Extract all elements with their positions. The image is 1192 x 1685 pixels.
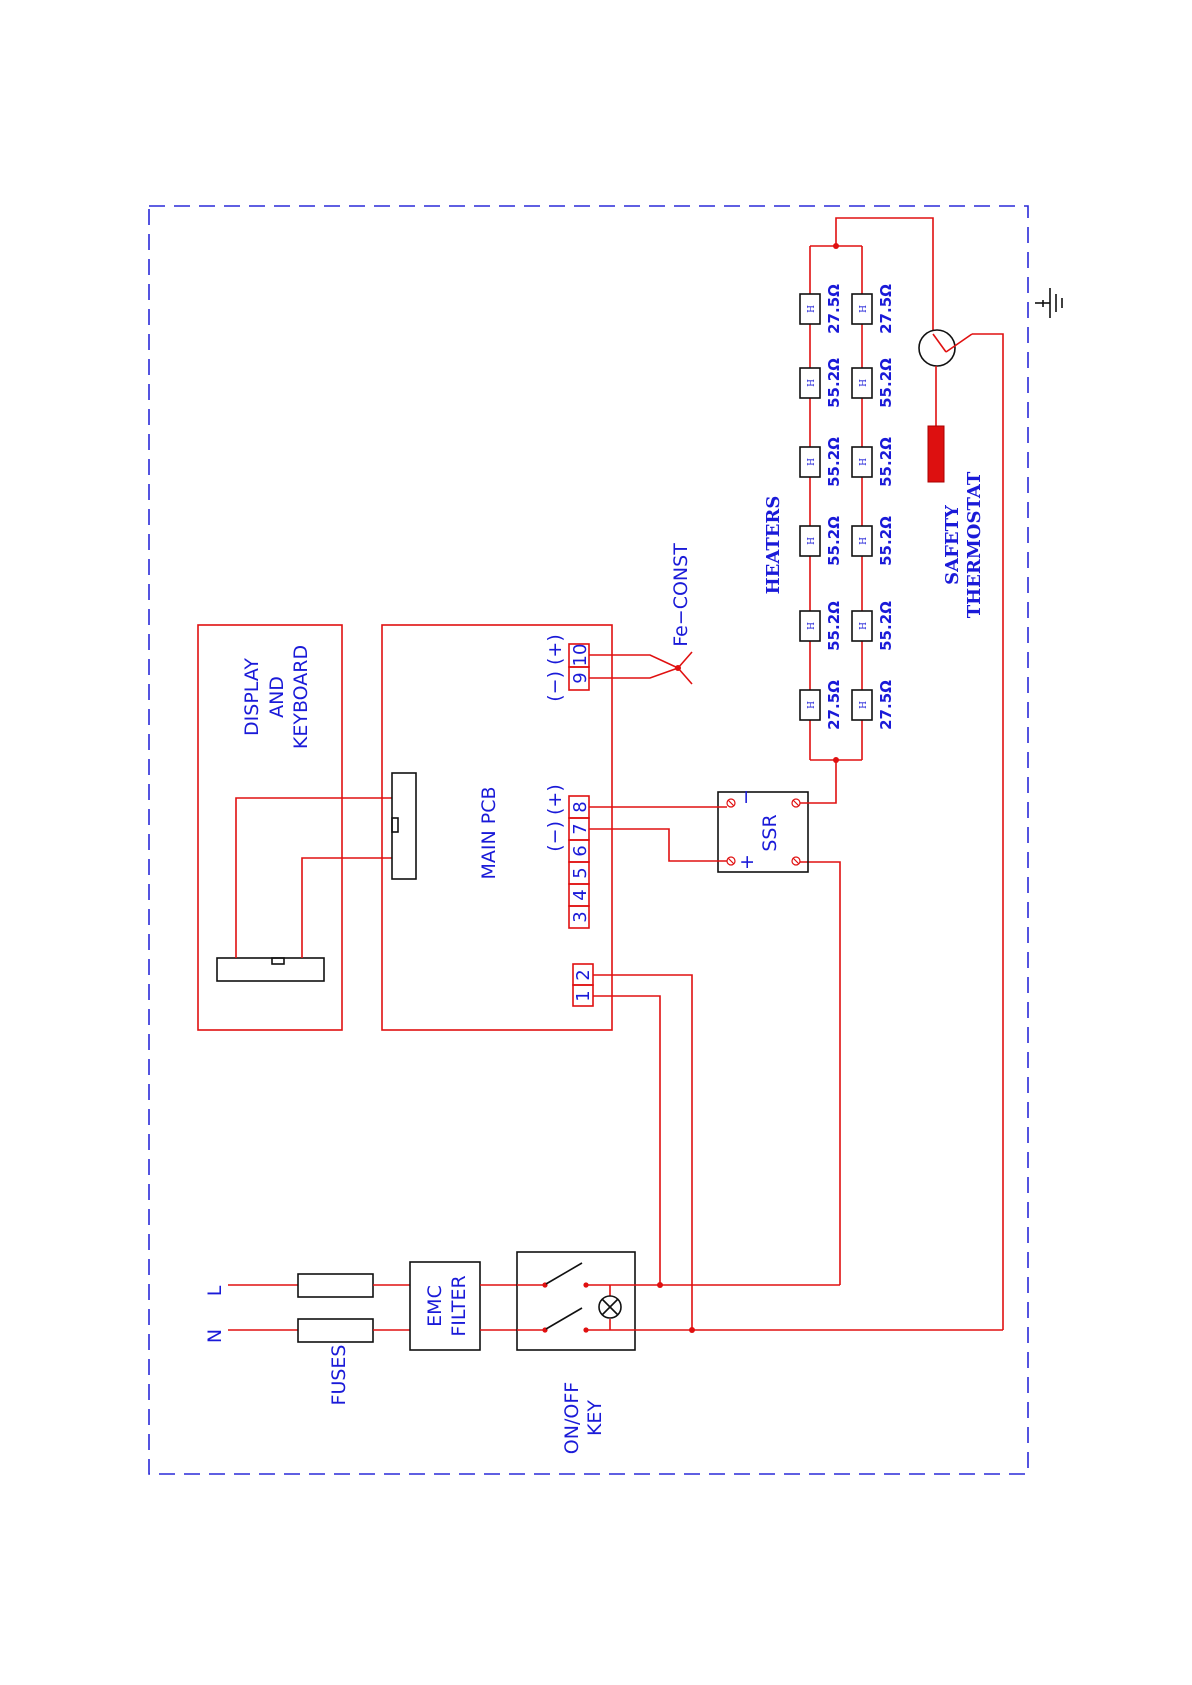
svg-text:3: 3 (570, 911, 591, 922)
heater-glyph: H (859, 305, 869, 313)
heater-value-label: 55.2Ω (877, 601, 895, 651)
heaters-label: HEATERS (763, 496, 784, 595)
fuses-label: FUSES (328, 1345, 350, 1406)
heater-glyph: H (807, 622, 817, 630)
heater-value-label: 55.2Ω (825, 437, 843, 487)
heater-value-label: 55.2Ω (877, 516, 895, 566)
heater-glyph: H (807, 305, 817, 313)
lamp-icon (599, 1296, 621, 1318)
heater-value-label: 27.5Ω (825, 680, 843, 730)
svg-text:9: 9 (570, 672, 591, 683)
emc-filter-label-1: EMC (424, 1285, 446, 1327)
svg-text:6: 6 (570, 845, 591, 856)
heater-value-label: 27.5Ω (877, 284, 895, 334)
heater-value-label: 55.2Ω (825, 601, 843, 651)
onoff-key-label-1: ON/OFF (561, 1382, 583, 1454)
fuse-l (298, 1274, 373, 1297)
fuse-n (298, 1319, 373, 1342)
ssr-label: SSR (759, 814, 781, 851)
heater-value-label: 27.5Ω (825, 284, 843, 334)
safety-thermostat-icon (919, 330, 972, 482)
ground-icon (1035, 288, 1062, 318)
polarity-label-tc: (−) (+) (544, 634, 566, 702)
ssr-minus: − (735, 789, 757, 805)
line-l-label: L (204, 1285, 226, 1296)
heater-glyph: H (807, 458, 817, 466)
heater-bank: H 27.5Ω H 55.2Ω H 55.2Ω H 55.2Ω H 55.2Ω H 27.5Ω H 27.… (800, 284, 895, 730)
heater-value-label: 27.5Ω (877, 680, 895, 730)
display-label-3: KEYBOARD (290, 645, 312, 749)
svg-text:5: 5 (570, 867, 591, 878)
heater-glyph: H (859, 622, 869, 630)
svg-text:8: 8 (570, 801, 591, 812)
heater-value-label: 55.2Ω (877, 437, 895, 487)
emc-filter-label-2: FILTER (448, 1275, 470, 1336)
display-connector (217, 958, 324, 981)
svg-text:4: 4 (570, 889, 591, 900)
heater-glyph: H (859, 379, 869, 387)
heater-glyph: H (807, 701, 817, 709)
heater-glyph: H (859, 537, 869, 545)
svg-text:2: 2 (573, 969, 594, 980)
safety-label-2: THERMOSTAT (964, 471, 985, 618)
heater-value-label: 55.2Ω (825, 516, 843, 566)
svg-text:1: 1 (573, 990, 594, 1001)
heater-glyph: H (859, 701, 869, 709)
heater-glyph: H (807, 379, 817, 387)
pcb-ribbon-connector (392, 773, 416, 879)
heater-value-label: 55.2Ω (877, 358, 895, 408)
ssr-plus: + (736, 854, 758, 870)
svg-text:10: 10 (570, 644, 591, 667)
display-label-2: AND (266, 676, 288, 718)
onoff-key-label-2: KEY (584, 1400, 606, 1436)
polarity-label-ssr: (−) (+) (544, 784, 566, 852)
line-n-label: N (204, 1329, 226, 1343)
heater-value-label: 55.2Ω (825, 358, 843, 408)
main-pcb-label: MAIN PCB (478, 786, 500, 879)
safety-label-1: SAFETY (942, 504, 963, 585)
display-label-1: DISPLAY (241, 658, 263, 736)
fe-const-label: Fe−CONST (670, 543, 692, 647)
svg-text:7: 7 (570, 823, 591, 834)
heater-glyph: H (859, 458, 869, 466)
heater-glyph: H (807, 537, 817, 545)
